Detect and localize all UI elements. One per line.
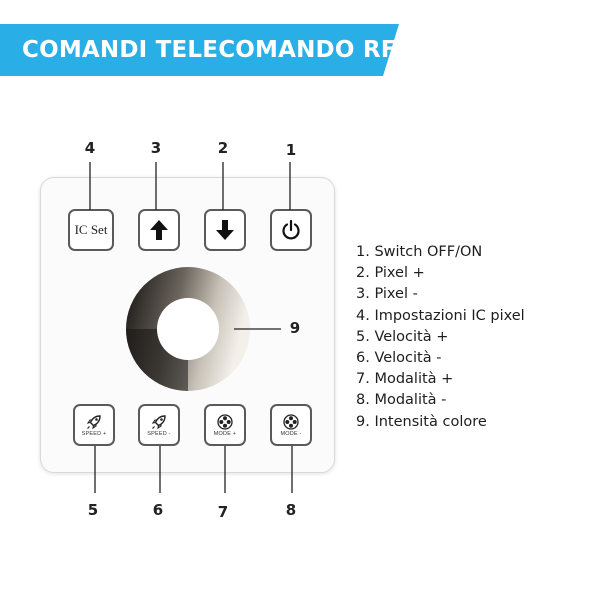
speed-plus-button[interactable]: SPEED + <box>73 404 115 446</box>
arrow-up-icon <box>150 220 168 240</box>
mode-icon <box>217 413 233 430</box>
callout-number-5: 5 <box>87 501 99 519</box>
legend-item: 4. Impostazioni IC pixel <box>356 307 525 324</box>
ic-set-button[interactable]: IC Set <box>68 209 114 251</box>
legend-list: 1. Switch OFF/ON 2. Pixel + 3. Pixel - 4… <box>356 242 525 433</box>
mode-plus-button[interactable]: MODE + <box>204 404 246 446</box>
callout-number-3: 3 <box>150 139 162 157</box>
legend-item: 1. Switch OFF/ON <box>356 244 483 260</box>
banner-title: COMANDI TELECOMANDO RF <box>22 37 397 63</box>
callout-number-6: 6 <box>152 501 164 519</box>
callout-number-8: 8 <box>285 501 297 519</box>
remote-panel: IC Set <box>40 177 335 473</box>
speed-minus-label: SPEED - <box>147 430 171 437</box>
banner-background <box>0 24 399 76</box>
legend-item: 6. Velocità - <box>356 349 442 366</box>
mode-icon <box>283 413 299 430</box>
mode-minus-label: MODE - <box>280 430 302 437</box>
header-banner <box>0 24 399 76</box>
callout-number-7: 7 <box>217 503 229 521</box>
legend-item: 3. Pixel - <box>356 286 418 303</box>
callout-number-9: 9 <box>289 319 301 337</box>
speed-plus-label: SPEED + <box>81 430 107 437</box>
color-intensity-wheel[interactable] <box>126 267 250 391</box>
callout-number-2: 2 <box>217 139 229 157</box>
callout-number-4: 4 <box>84 139 96 157</box>
rocket-icon <box>86 414 101 429</box>
legend-item: 7. Modalità + <box>356 371 454 388</box>
legend-item: 5. Velocità + <box>356 328 449 345</box>
legend-item: 8. Modalità - <box>356 392 447 409</box>
speed-minus-button[interactable]: SPEED - <box>138 404 180 446</box>
mode-plus-label: MODE + <box>213 430 237 437</box>
pixel-plus-button[interactable] <box>204 209 246 251</box>
power-icon <box>282 219 300 240</box>
rocket-icon <box>151 414 166 429</box>
pixel-minus-button[interactable] <box>138 209 180 251</box>
legend-item: 9. Intensità colore <box>356 413 487 430</box>
legend-item: 2. Pixel + <box>356 265 425 282</box>
power-button[interactable] <box>270 209 312 251</box>
arrow-down-icon <box>216 220 234 240</box>
ic-set-label: IC Set <box>74 222 108 237</box>
callout-number-1: 1 <box>285 141 297 159</box>
wheel-center <box>157 298 219 360</box>
mode-minus-button[interactable]: MODE - <box>270 404 312 446</box>
